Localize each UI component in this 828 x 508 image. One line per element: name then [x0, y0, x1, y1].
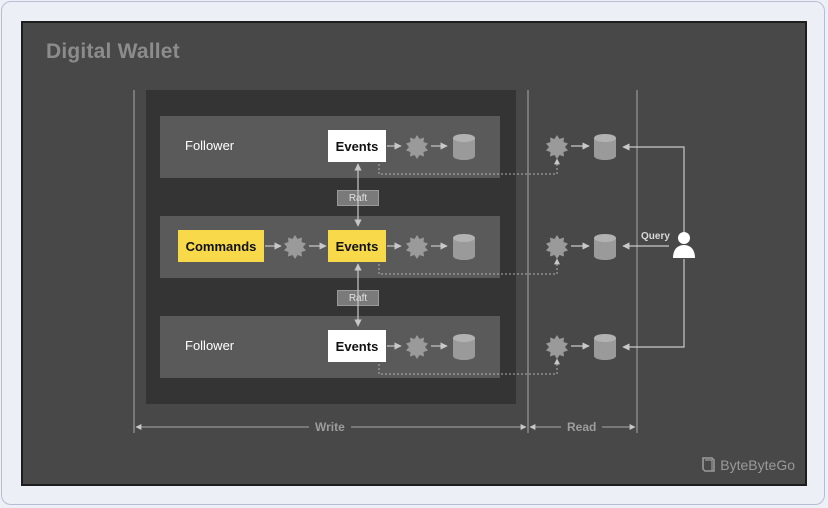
write-section-label: Write: [309, 420, 351, 434]
events-box-leader: Events: [328, 230, 386, 262]
brand-name: ByteByteGo: [720, 457, 795, 473]
diagram-title: Digital Wallet: [46, 40, 180, 63]
follower-label-top: Follower: [185, 138, 235, 153]
events-box-top: Events: [328, 130, 386, 162]
commands-box: Commands: [178, 230, 264, 262]
gear-icon: [546, 335, 568, 359]
query-label: Query: [641, 231, 670, 242]
bytebytego-logo-icon: [702, 457, 716, 472]
database-icon: [594, 234, 616, 260]
events-box-bottom: Events: [328, 330, 386, 362]
gear-icon: [406, 335, 428, 359]
user-icon: [673, 232, 695, 258]
connector-lines: [133, 90, 685, 433]
database-icon: [594, 334, 616, 360]
gear-icon: [406, 135, 428, 159]
database-icon: [453, 134, 475, 160]
read-section-label: Read: [561, 420, 603, 434]
gear-icon: [406, 235, 428, 259]
diagram-panel: Digital Wallet Follower Follower Events …: [21, 21, 807, 486]
database-icon: [594, 134, 616, 160]
brand: ByteByteGo: [700, 456, 795, 474]
database-icon: [453, 234, 475, 260]
gear-icon: [546, 135, 568, 159]
follower-label-bottom: Follower: [185, 338, 235, 353]
gear-icon: [284, 235, 306, 259]
database-icon: [453, 334, 475, 360]
gear-icon: [546, 235, 568, 259]
